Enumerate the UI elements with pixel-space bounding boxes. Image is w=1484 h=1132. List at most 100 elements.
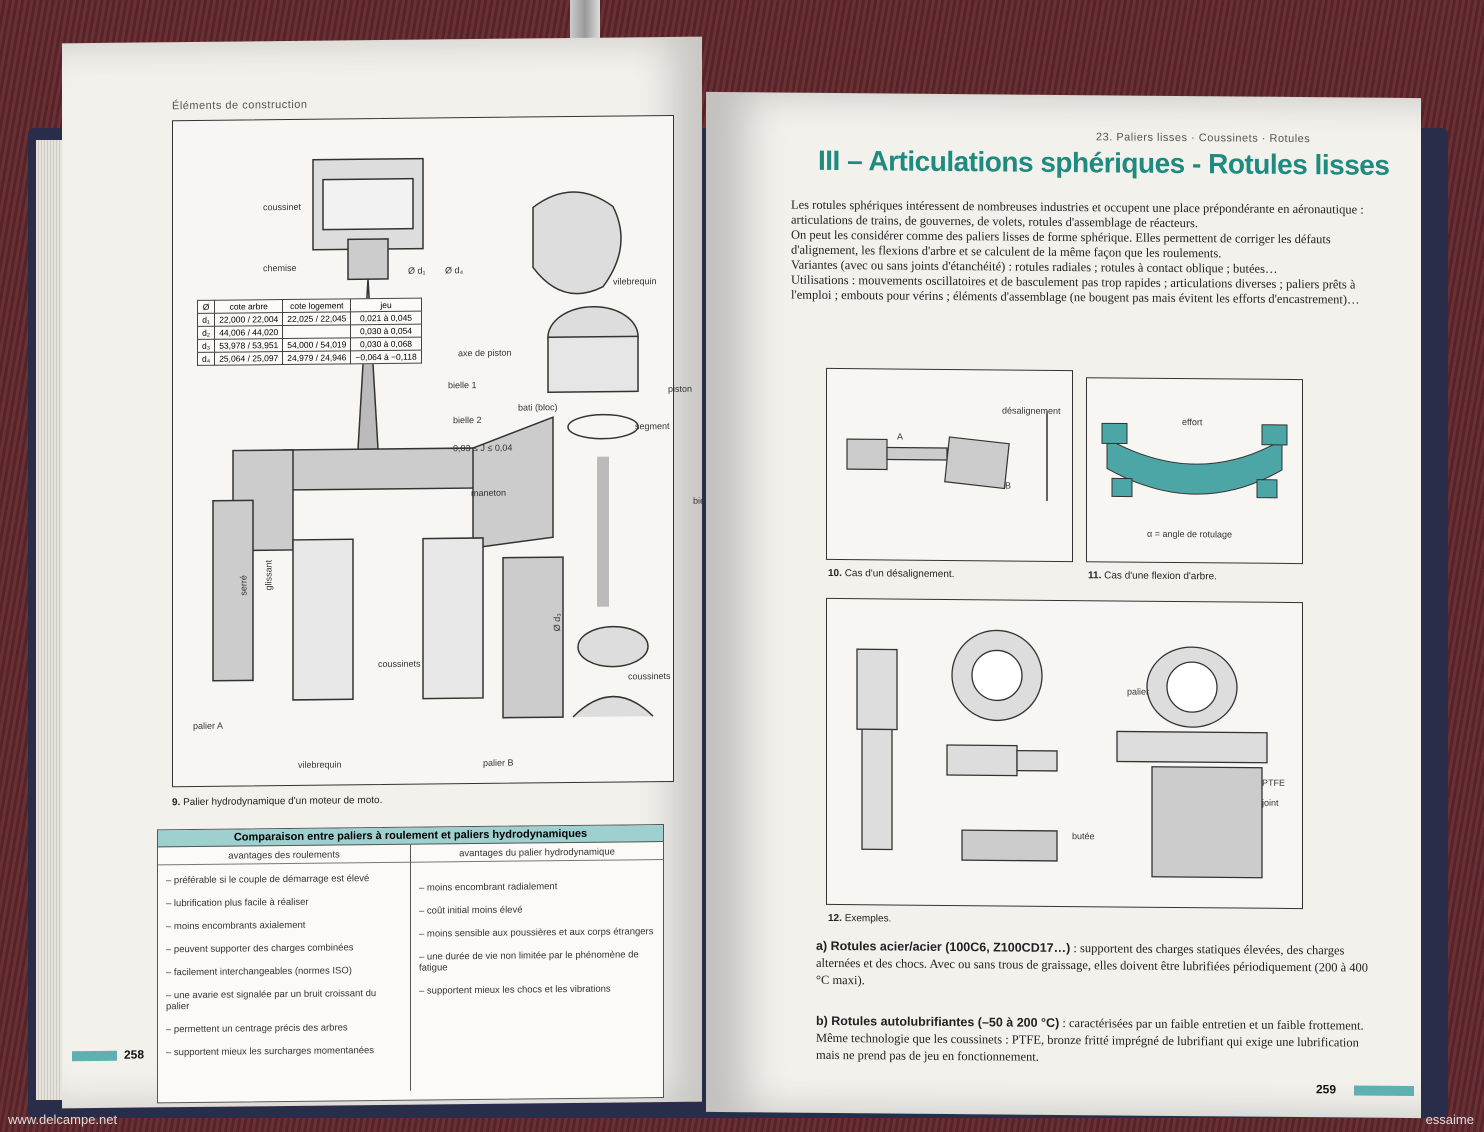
caption-text: Cas d'un désalignement.: [844, 568, 955, 581]
page-number-right: 259: [1316, 1082, 1337, 1097]
label-maneton: maneton: [471, 487, 507, 499]
list-item: – permettent un centrage précis des arbr…: [166, 1022, 348, 1036]
watermark-right: essaime: [1425, 1112, 1474, 1127]
caption-number: 12.: [828, 912, 842, 925]
label-ptfe: PTFE: [1262, 777, 1286, 788]
list-item: – préférable si le couple de démarrage e…: [166, 873, 370, 887]
label-bielle-1: bielle 1: [448, 380, 477, 391]
comparison-table: Comparaison entre paliers à roulement et…: [157, 824, 664, 1104]
label-chemise: chemise: [263, 262, 297, 274]
label-coussinets-right: coussinets: [628, 670, 671, 682]
label-palier: palier: [1127, 686, 1150, 697]
item-b-title: b) Rotules autolubrifiantes (–50 à 200 °…: [816, 1013, 1060, 1030]
list-item: – supportent mieux les surcharges moment…: [166, 1045, 375, 1059]
caption-text: Cas d'une flexion d'arbre.: [1104, 570, 1217, 583]
watermark-left: www.delcampe.net: [8, 1112, 118, 1127]
table-cell: d₄: [197, 352, 215, 366]
label-d3: Ø d₃: [552, 613, 563, 632]
list-item: – une avarie est signalée par un bruit c…: [166, 988, 377, 1013]
table-cell: 0,030 à 0,068: [350, 337, 422, 351]
caption-text: Exemples.: [844, 913, 892, 925]
table-cell: 22,000 / 22,004: [214, 312, 283, 327]
figure-11-frame: effort α = angle de rotulage: [1086, 377, 1303, 565]
label-b: B: [1005, 480, 1012, 491]
label-palier-b: palier B: [483, 757, 514, 768]
list-item: – moins encombrant radialement: [419, 881, 558, 894]
list-item: – coût initial moins élevé: [419, 904, 523, 917]
left-page: Éléments de construction: [62, 36, 722, 1109]
table-cell: 24,979 / 24,946: [282, 350, 351, 365]
misalignment-drawing: [846, 410, 1048, 501]
examples-drawing: [856, 629, 1268, 879]
label-bati: bati (bloc): [518, 402, 558, 413]
figure-9-frame: coussinet chemise piston vilebrequin pis…: [172, 114, 722, 788]
label-bielle-2: bielle 2: [453, 414, 482, 426]
label-jeu: 0,03 ≤ J ≤ 0,04: [453, 442, 513, 454]
table-cell: 53,978 / 53,951: [214, 338, 283, 353]
table-header-cell: cote arbre: [214, 299, 283, 314]
table-cell: −0,064 à −0,118: [350, 350, 422, 364]
running-head-left: Éléments de construction: [172, 98, 308, 113]
list-item: – lubrification plus facile à réaliser: [166, 896, 309, 910]
table-header-cell: cote logement: [282, 298, 351, 313]
engine-drawing: [212, 157, 654, 719]
table-cell: 54,000 / 54,019: [282, 337, 351, 352]
figure-10-frame: désalignement A B: [826, 367, 1073, 563]
label-coussinet: coussinet: [263, 201, 302, 213]
page-marker-bar: [72, 1050, 117, 1062]
comparison-col-hydrodynamique: avantages du palier hydrodynamique – moi…: [411, 842, 663, 1091]
label-joint: joint: [1262, 797, 1279, 808]
table-cell: 44,006 / 44,020: [214, 325, 283, 340]
caption-text: Palier hydrodynamique d'un moteur de mot…: [183, 794, 383, 809]
table-cell: [282, 324, 351, 339]
page-number-left: 258: [124, 1047, 145, 1062]
comparison-col2-header: avantages du palier hydrodynamique: [411, 846, 663, 863]
label-vilebrequin-top: vilebrequin: [613, 276, 657, 287]
tolerance-table: Ø cote arbre cote logement jeu d₁ 22,000…: [197, 297, 422, 366]
label-coussinets: coussinets: [378, 658, 421, 670]
label-palier-a: palier A: [193, 720, 224, 731]
shaft-flexion-drawing: [1101, 422, 1288, 499]
label-a: A: [897, 431, 904, 442]
ribbon-bookmark: [570, 0, 600, 44]
table-cell: 25,064 / 25,097: [214, 351, 283, 366]
table-header-cell: jeu: [350, 298, 422, 312]
paragraph: Utilisations : mouvements oscillatoires …: [791, 272, 1360, 307]
label-segment: segment: [635, 420, 670, 432]
label-glissant: glissant: [263, 559, 274, 591]
body-text: Les rotules sphériques intéressent de no…: [791, 198, 1376, 308]
table-cell: d₃: [197, 339, 215, 353]
caption-number: 11.: [1088, 570, 1102, 582]
list-item: – peuvent supporter des charges combinée…: [166, 942, 354, 956]
section-title: III – Articulations sphériques - Rotules…: [818, 144, 1390, 181]
figure-12-frame: palier PTFE joint butée: [826, 597, 1303, 910]
item-a-title: a) Rotules acier/acier (100C6, Z100CD17……: [816, 938, 1071, 956]
label-angle-rotulage: α = angle de rotulage: [1147, 528, 1233, 540]
table-cell: 22,025 / 22,045: [282, 311, 351, 326]
figure-12-caption: 12. Exemples.: [828, 913, 891, 925]
figure-9-caption: 9. Palier hydrodynamique d'un moteur de …: [172, 795, 382, 808]
label-butee: butée: [1072, 831, 1095, 842]
item-a: a) Rotules acier/acier (100C6, Z100CD17……: [816, 938, 1376, 994]
table-cell: d₂: [197, 326, 215, 340]
list-item: – supportent mieux les chocs et les vibr…: [419, 983, 611, 997]
page-marker-bar: [1354, 1085, 1414, 1097]
figure-11-caption: 11. Cas d'une flexion d'arbre.: [1088, 570, 1217, 582]
table-header-cell: Ø: [197, 300, 215, 314]
table-row: d₄ 25,064 / 25,097 24,979 / 24,946 −0,06…: [197, 350, 422, 366]
figure-10-caption: 10. Cas d'un désalignement.: [828, 568, 954, 580]
running-head-right: 23. Paliers lisses · Coussinets · Rotule…: [1096, 131, 1311, 146]
table-cell: 0,030 à 0,054: [350, 324, 422, 338]
label-vilebrequin: vilebrequin: [298, 759, 342, 770]
list-item: – moins encombrants axialement: [166, 919, 306, 933]
label-desalignement: désalignement: [1002, 405, 1061, 416]
list-item: – une durée de vie non limitée par le ph…: [419, 949, 639, 974]
label-effort: effort: [1182, 417, 1203, 428]
list-item: – moins sensible aux poussières et aux c…: [419, 926, 654, 940]
right-page: 23. Paliers lisses · Coussinets · Rotule…: [706, 91, 1421, 1119]
label-axe-de-piston: axe de piston: [458, 347, 512, 359]
item-b: b) Rotules autolubrifiantes (–50 à 200 °…: [816, 1013, 1376, 1069]
comparison-col-roulements: avantages des roulements – préférable si…: [158, 844, 411, 1094]
caption-number: 10.: [828, 567, 842, 580]
comparison-col1-header: avantages des roulements: [158, 848, 410, 866]
